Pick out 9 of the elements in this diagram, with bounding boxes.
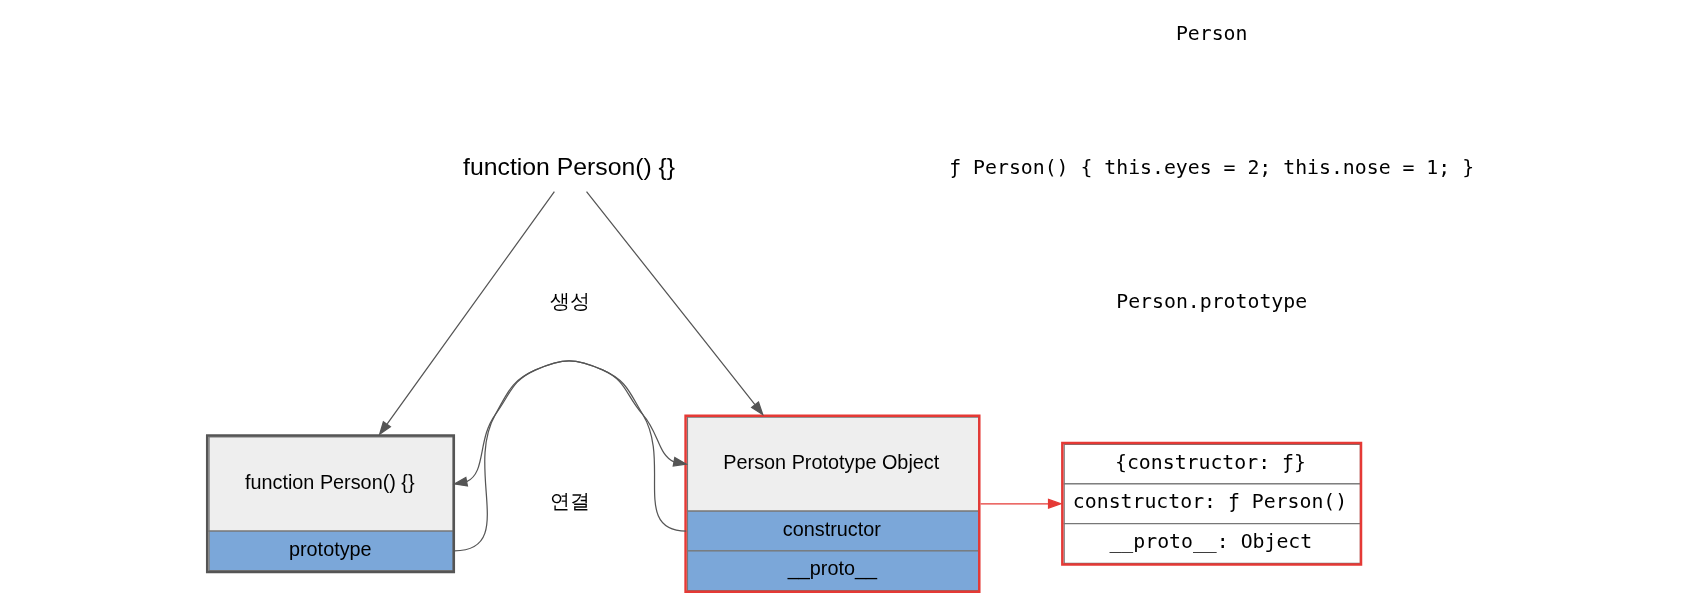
arrow (979, 498, 1063, 509)
node-text: function Person() {} (463, 153, 676, 181)
label: 연결 (549, 490, 590, 513)
arrow (585, 191, 764, 416)
label: Person (1175, 22, 1248, 46)
label: Person.prototype (1116, 289, 1308, 313)
label: 생성 (549, 289, 590, 312)
label: ƒ Person() { this.eyes = 2; this.nose = 1; } (949, 155, 1475, 179)
arrow (378, 191, 555, 436)
